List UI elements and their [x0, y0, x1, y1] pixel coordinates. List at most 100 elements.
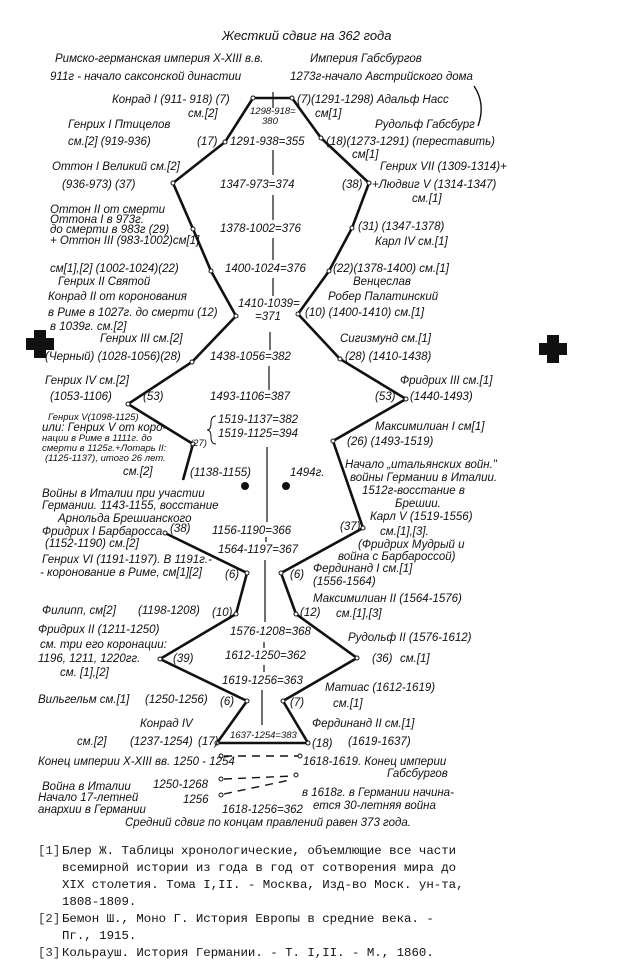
- right-label: Карл V (1519-1556): [370, 511, 473, 523]
- bottom-label: анархии в Германии: [38, 804, 146, 816]
- center-label: 1291-938=355: [230, 136, 305, 148]
- right-label: (Фридрих Мудрый и: [358, 539, 465, 551]
- reference-3: [3]Кольрауш. История Германии. - Т. I,II…: [38, 945, 464, 962]
- left-label: (6): [225, 569, 239, 581]
- reference-2: [2]Бемон Ш., Моно Г. История Европы в ср…: [38, 911, 464, 945]
- left-label: (17): [198, 736, 219, 748]
- bottom-label: Средний сдвиг по концам правлений равен …: [125, 817, 411, 829]
- right-label: см[1]: [352, 149, 379, 161]
- center-label: 1612-1250=362: [225, 650, 307, 662]
- bottom-label: 1256: [183, 794, 209, 806]
- dot-left: [241, 482, 249, 490]
- right-label: (1440-1493): [410, 391, 473, 403]
- left-label: до смерти в 983г (29): [50, 224, 169, 236]
- right-label: Матиас (1612-1619): [325, 682, 435, 694]
- reference-number: [1]: [38, 844, 61, 858]
- left-label: (10): [212, 607, 233, 619]
- left-label: Генрих II Святой: [58, 276, 151, 288]
- right-label: Рудольф Габсбург: [375, 119, 475, 131]
- right-label: (6): [290, 569, 304, 581]
- left-label: (1237-1254): [130, 736, 193, 748]
- left-label: Генрих V(1098-1125): [48, 412, 139, 423]
- right-label: (26) (1493-1519): [347, 436, 433, 448]
- right-label: Рудольф II (1576-1612): [348, 632, 472, 644]
- left-label: 1196, 1211, 1220гг.: [38, 653, 140, 665]
- left-label: в Риме в 1027г. до смерти (12): [48, 307, 218, 319]
- center-label: 1438-1056=382: [210, 351, 292, 363]
- right-label: Максимилиан I см[1]: [375, 421, 485, 433]
- right-label: Начало „итальянских войн.": [345, 459, 498, 471]
- bottom-label: 1618-1256=362: [222, 804, 304, 816]
- chronology-diagram: Жесткий сдвиг на 362 года: [26, 28, 567, 829]
- left-label: см.[2]: [188, 108, 218, 120]
- right-label: (1556-1564): [313, 576, 376, 588]
- left-label: (39): [173, 653, 194, 665]
- right-label: (31) (1347-1378): [358, 221, 444, 233]
- reference-number: [2]: [38, 912, 61, 926]
- right-label: см.[1]: [333, 698, 363, 710]
- left-label: см. [1],[2]: [60, 667, 110, 679]
- left-label: Арнольда Брешианского: [57, 513, 192, 525]
- left-label: см. три его коронации:: [40, 639, 167, 651]
- right-label: война с Барбароссой): [338, 551, 456, 563]
- center-label: 1494г.: [290, 467, 324, 479]
- left-label: (53): [143, 391, 164, 403]
- center-label: =371: [255, 311, 281, 323]
- right-label: Карл IV см.[1]: [375, 236, 448, 248]
- right-label: (28) (1410-1438): [345, 351, 431, 363]
- bottom-label: Габсбургов: [387, 768, 448, 780]
- center-label: 1378-1002=376: [220, 223, 302, 235]
- center-label: 1519-1125=394: [218, 428, 298, 440]
- center-label: 1347-973=374: [220, 179, 295, 191]
- right-label: 1512г-восстание в: [362, 485, 465, 497]
- center-label: 1637-1254=383: [230, 730, 298, 741]
- right-label: (22)(1378-1400) см.[1]: [333, 263, 450, 275]
- left-label: Германии. 1143-1155, восстание: [42, 500, 219, 512]
- reference-text: Бемон Ш., Моно Г. История Европы в средн…: [62, 912, 434, 943]
- center-label: 1519-1137=382: [218, 414, 299, 426]
- left-label: (1198-1208): [138, 605, 200, 617]
- right-label: (36): [372, 653, 393, 665]
- left-label: Фридрих II (1211-1250): [38, 624, 160, 636]
- left-label: Генрих III см.[2]: [100, 333, 183, 345]
- center-label: 1576-1208=368: [230, 626, 312, 638]
- right-label: 1273г-начало Австрийского дома: [290, 71, 473, 83]
- right-label: (7)(1291-1298) Адальф Насс: [297, 94, 449, 106]
- right-label: (37): [340, 521, 361, 533]
- right-label: см[1]: [315, 108, 342, 120]
- reference-1: [1]Блер Ж. Таблицы хронологические, объе…: [38, 843, 464, 911]
- right-label: Робер Палатинский: [328, 291, 439, 303]
- right-label: Венцеслав: [353, 276, 411, 288]
- right-label: войны Германии в Италии.: [350, 472, 497, 484]
- left-chain-top: [125, 97, 255, 481]
- bottom-label: ется 30-летняя война: [313, 800, 436, 812]
- left-label: Конрад IV: [140, 718, 194, 730]
- left-label: Конрад II от коронования: [48, 291, 187, 303]
- left-label: (17): [197, 136, 218, 148]
- left-label: Римско-германская империя X-XIII в.в.: [55, 53, 263, 65]
- right-label: Фридрих III см.[1]: [400, 375, 493, 387]
- left-label: Филипп, см[2]: [42, 605, 117, 617]
- left-label: в 1039г. см.[2]: [50, 321, 127, 333]
- left-label: см.[2]: [77, 736, 107, 748]
- reference-text: Блер Ж. Таблицы хронологические, объемлю…: [62, 844, 464, 909]
- left-label: (6): [220, 696, 234, 708]
- right-label: см.[1]: [412, 193, 442, 205]
- center-label: 1493-1106=387: [210, 391, 291, 403]
- right-label: Сигизмунд см.[1]: [340, 333, 432, 345]
- references-list: [1]Блер Ж. Таблицы хронологические, объе…: [38, 843, 464, 962]
- right-label: см.[1],[3].: [380, 526, 429, 538]
- right-label: Фердинанд II см.[1]: [312, 718, 415, 730]
- swap-bracket: [473, 85, 482, 127]
- left-label: Генрих I Птицелов: [68, 119, 170, 131]
- bottom-label: 1618-1619. Конец империи: [303, 756, 447, 768]
- left-label: (1138-1155): [190, 467, 251, 479]
- left-label: (1250-1256): [145, 694, 208, 706]
- left-label: или: Генрих V от коро-: [42, 422, 167, 434]
- center-label: 1298-918=: [250, 106, 296, 117]
- left-label: нации в Риме в 1111г. до: [42, 433, 152, 444]
- left-label: (1125-1137), итого 26 лет.: [45, 453, 166, 464]
- diagram-title: Жесткий сдвиг на 362 года: [221, 28, 391, 43]
- cross-icon-right: [539, 335, 567, 363]
- left-label: Оттон II от смерти: [50, 204, 166, 216]
